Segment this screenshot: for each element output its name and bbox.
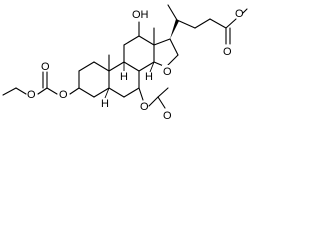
ester-oxygen-label: O	[235, 8, 244, 20]
stereo-h-label-c14: H	[145, 71, 153, 83]
ketone-oxygen-label: O	[163, 66, 172, 78]
side-chain	[167, 4, 248, 45]
ring-c	[123, 35, 155, 72]
stereo-h-label-c5: H	[101, 98, 109, 110]
acetate-oxygen-label-1: O	[140, 101, 149, 113]
stereo-bond-c14	[149, 61, 155, 73]
carbonate-oxygen-label-2: O	[41, 61, 50, 73]
acetate-group	[138, 87, 169, 109]
stereo-bond-c5	[104, 87, 110, 99]
acetate-oxygen-label-2: O	[163, 110, 172, 122]
steroid-structure: OH O O O O O O O O H H H	[2, 4, 248, 122]
structure-diagram: OH O O O O O O O O H H H	[0, 0, 248, 131]
stereo-h-label-c9: H	[120, 71, 128, 83]
hydroxyl-label: OH	[132, 9, 149, 21]
carbonate-group	[2, 71, 80, 96]
ring-b	[108, 61, 140, 98]
ester-carbonyl-oxygen-label: O	[223, 46, 232, 58]
atom-labels: OH O O O O O O O O H H H	[27, 8, 244, 122]
ring-a	[78, 61, 110, 98]
carbonate-oxygen-label-3: O	[27, 89, 36, 101]
carbonate-oxygen-label-1: O	[59, 89, 68, 101]
wedge-bond-c17	[170, 19, 179, 39]
ring-d	[153, 38, 179, 68]
